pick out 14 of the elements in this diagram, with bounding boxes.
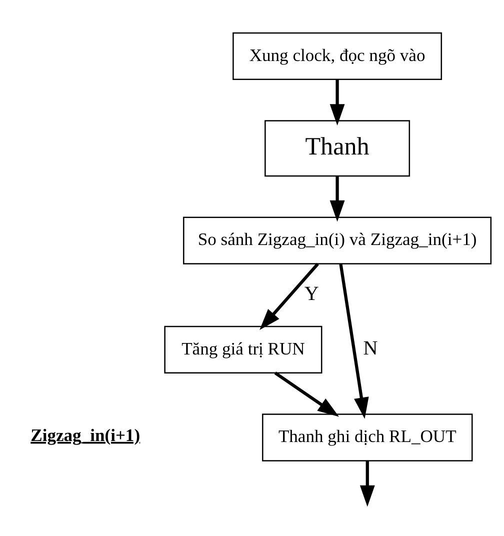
label: Zigzag_in(i+1) <box>30 424 140 445</box>
arrow <box>260 262 319 330</box>
node-box: Xung clock, đọc ngõ vào <box>232 32 442 80</box>
arrow <box>330 176 345 222</box>
node-box: So sánh Zigzag_in(i) và Zigzag_in(i+1) <box>183 216 492 264</box>
node-box: Thanh ghi dịch RL_OUT <box>262 414 473 462</box>
edge-label: N <box>363 337 378 360</box>
arrow <box>274 372 339 417</box>
node-box: Thanh <box>264 120 410 177</box>
arrow <box>360 460 375 507</box>
arrow <box>339 264 369 419</box>
arrow <box>330 80 345 126</box>
edge-label: Y <box>304 282 319 305</box>
node-box: Tăng giá trị RUN <box>164 326 322 374</box>
